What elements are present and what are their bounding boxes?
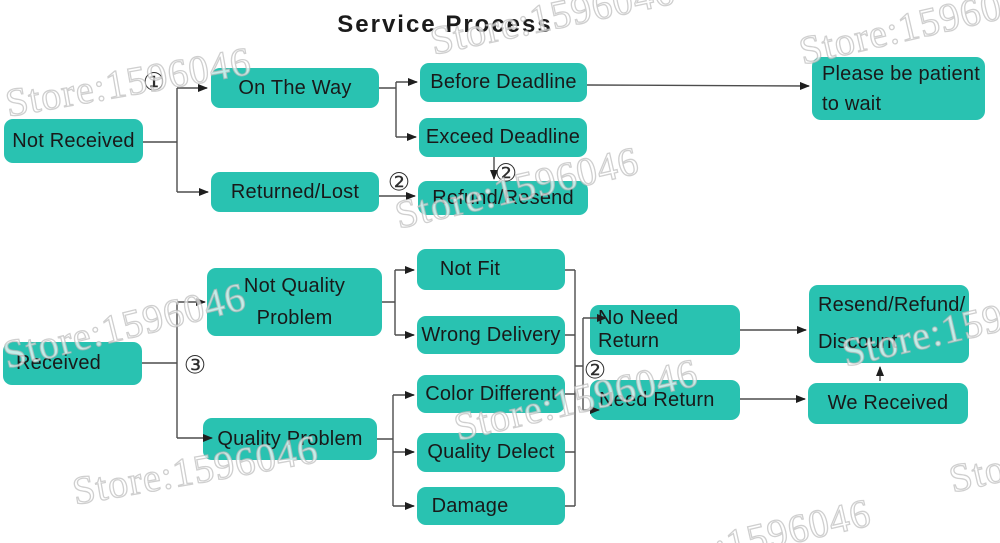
node-not-fit: Not Fit (417, 249, 565, 290)
branch-label-1: ① (142, 67, 166, 97)
node-not-received: Not Received (4, 119, 143, 163)
node-on-the-way: On The Way (211, 68, 379, 108)
node-label: Wrong Delivery (421, 323, 561, 346)
node-before-deadline: Before Deadline (420, 63, 587, 102)
node-label: Exceed Deadline (425, 126, 581, 148)
node-exceed-deadline: Exceed Deadline (419, 118, 587, 157)
connector-on-the-way-split (379, 78, 418, 141)
connector-not-received-split (143, 84, 209, 196)
node-resend-refund-discount: Resend/Refund/ Discount (809, 285, 969, 363)
connector-before-deadline-to-please-wait (586, 81, 810, 90)
node-label-line2: Discount (818, 331, 898, 353)
node-label-line1: Resend/Refund/ (818, 294, 966, 316)
node-label: Refund/Resend (432, 186, 574, 209)
node-please-be-patient: Please be patient to wait (812, 57, 985, 120)
branch-label-2-exceed: ② (494, 158, 518, 188)
node-damage: Damage (417, 487, 565, 525)
node-label-line2: to wait (822, 92, 882, 115)
node-not-quality-problem: Not Quality Problem (207, 268, 382, 336)
connector-collector (565, 269, 576, 507)
node-received: Received (3, 342, 142, 385)
node-label: Not Fit (439, 258, 501, 280)
node-label: On The Way (238, 76, 352, 99)
node-label: Not Received (12, 129, 135, 152)
branch-label-2-return-split: ② (583, 355, 607, 385)
branch-label-3: ③ (183, 350, 207, 380)
node-quality-delect: Quality Delect (417, 433, 565, 472)
connector-quality-problem-split (377, 391, 415, 510)
node-label-line1: Please be patient (822, 62, 980, 85)
branch-label-2-returned: ② (387, 167, 411, 197)
node-refund-resend: Refund/Resend (418, 181, 588, 215)
node-quality-problem: Quality Problem (203, 418, 377, 460)
node-label: Before Deadline (430, 71, 577, 93)
node-label: We Received (827, 392, 949, 414)
page-title: Service Process (337, 11, 553, 38)
node-returned-lost: Returned/Lost (211, 172, 379, 212)
node-need-return: Need Return (590, 380, 740, 420)
node-label-line2: Problem (256, 307, 333, 329)
node-color-different: Color Different (417, 375, 565, 413)
node-label: Received (16, 352, 101, 374)
node-label: Returned/Lost (230, 180, 360, 203)
watermark: Store:1596046 (622, 489, 876, 543)
node-label: Need Return (599, 388, 715, 411)
node-we-received: We Received (808, 383, 968, 424)
node-label: Quality Delect (427, 441, 555, 463)
node-no-need-return: No Need Return (590, 305, 740, 355)
connector-not-quality-split (382, 266, 415, 339)
node-label: No Need Return (598, 307, 679, 352)
node-label: Quality Problem (217, 427, 363, 450)
node-label-line1: Not Quality (243, 275, 346, 297)
node-wrong-delivery: Wrong Delivery (417, 316, 565, 354)
node-label: Color Different (425, 382, 557, 405)
node-label: Damage (431, 494, 509, 517)
